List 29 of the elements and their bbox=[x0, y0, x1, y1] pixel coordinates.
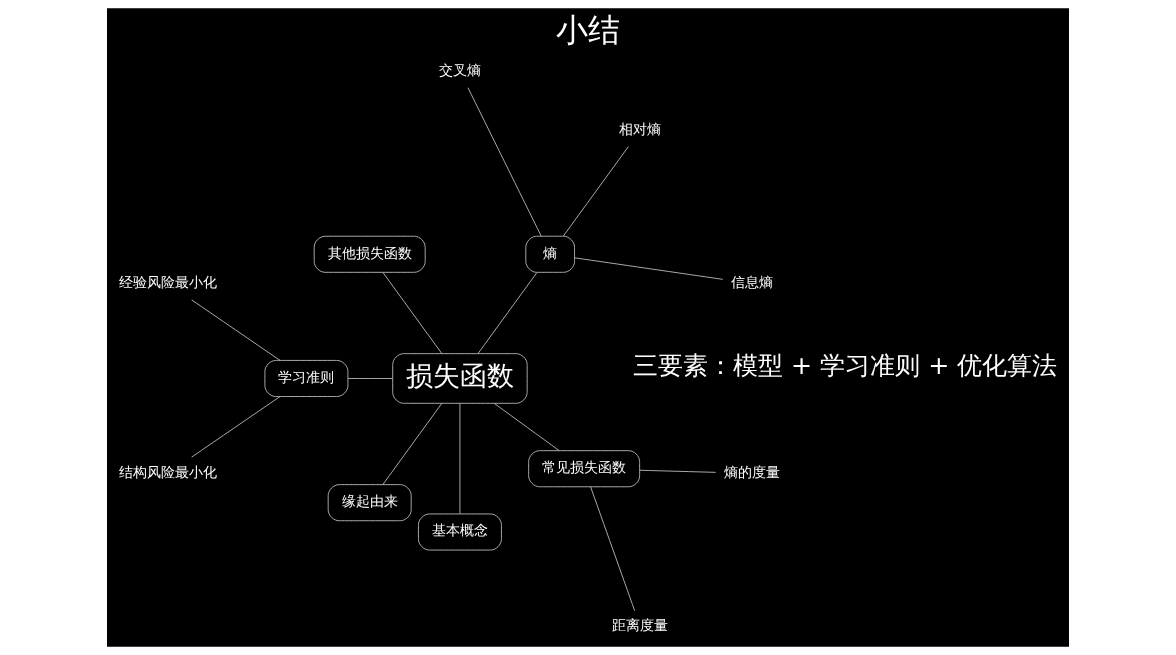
node-box: 熵 bbox=[525, 235, 575, 273]
connector bbox=[191, 396, 281, 458]
connector bbox=[382, 402, 443, 485]
node-box: 其他损失函数 bbox=[313, 235, 426, 273]
connector bbox=[562, 146, 629, 237]
node-text: 经验风险最小化 bbox=[118, 274, 217, 291]
node-box: 基本概念 bbox=[418, 513, 502, 551]
diagram-title: 小结 bbox=[556, 11, 620, 50]
node-text: 信息熵 bbox=[730, 274, 773, 291]
connector bbox=[639, 469, 717, 473]
node-box: 损失函数 bbox=[392, 353, 528, 404]
node-text: 熵的度量 bbox=[723, 463, 780, 480]
node-text: 距离度量 bbox=[612, 617, 669, 634]
connector bbox=[382, 272, 443, 355]
connector bbox=[477, 272, 538, 355]
node-text: 相对熵 bbox=[619, 120, 662, 137]
node-text: 结构风险最小化 bbox=[118, 463, 217, 480]
connector bbox=[574, 257, 724, 280]
node-box: 常见损失函数 bbox=[528, 450, 641, 488]
label: 三要素：模型 + 学习准则 + 优化算法 bbox=[633, 350, 1058, 380]
node-box: 学习准则 bbox=[264, 360, 349, 397]
connector bbox=[467, 87, 542, 237]
connector bbox=[493, 402, 560, 451]
connector bbox=[191, 299, 281, 361]
connector bbox=[347, 378, 394, 379]
node-box: 缘起由来 bbox=[327, 484, 412, 522]
connector bbox=[459, 403, 461, 515]
node-text: 交叉熵 bbox=[438, 61, 481, 78]
connector bbox=[590, 486, 636, 612]
